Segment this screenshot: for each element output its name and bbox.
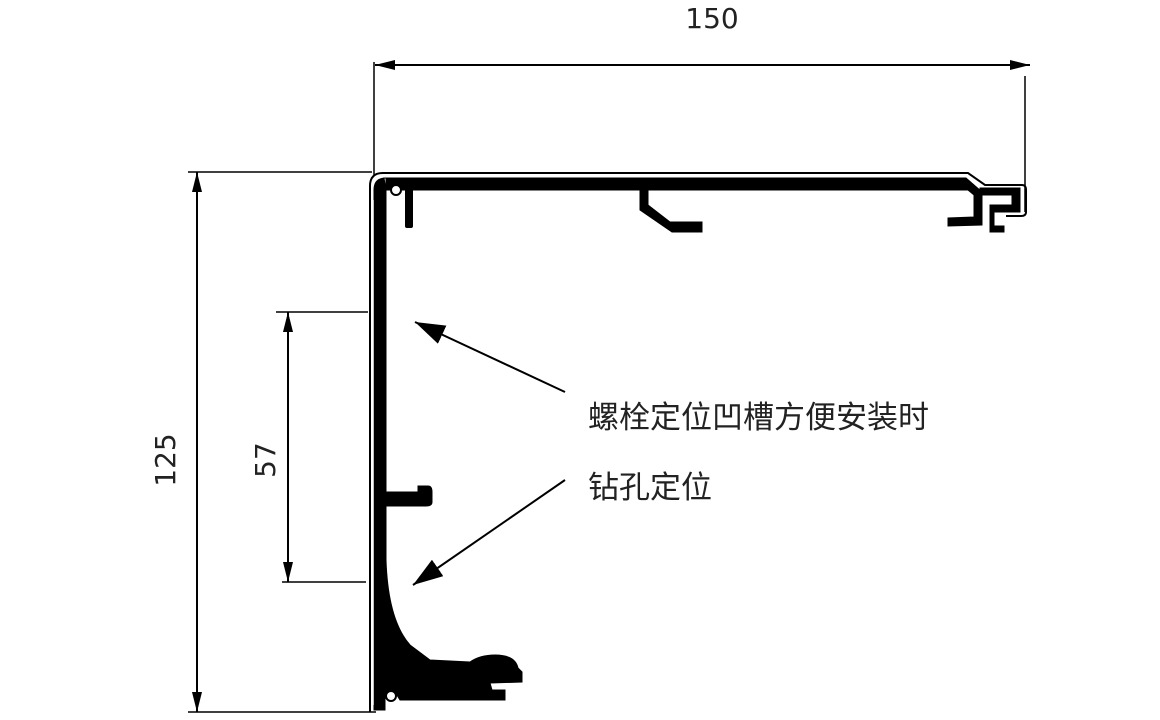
- width-dimension: 150: [373, 2, 1030, 212]
- leader-arrow-upper: [414, 321, 566, 393]
- annotation-line-2: 钻孔定位: [588, 470, 712, 506]
- leader-arrow-lower: [412, 479, 566, 586]
- inner-dimension: 57: [249, 311, 368, 583]
- inner-label: 57: [249, 442, 282, 478]
- height-label: 125: [149, 433, 182, 486]
- aluminium-profile: [369, 172, 1027, 712]
- width-label: 150: [685, 2, 738, 35]
- leader-arrows: [412, 321, 566, 586]
- annotation-line-1: 螺栓定位凹槽方便安装时: [588, 400, 929, 436]
- height-dimension: 125: [149, 171, 376, 713]
